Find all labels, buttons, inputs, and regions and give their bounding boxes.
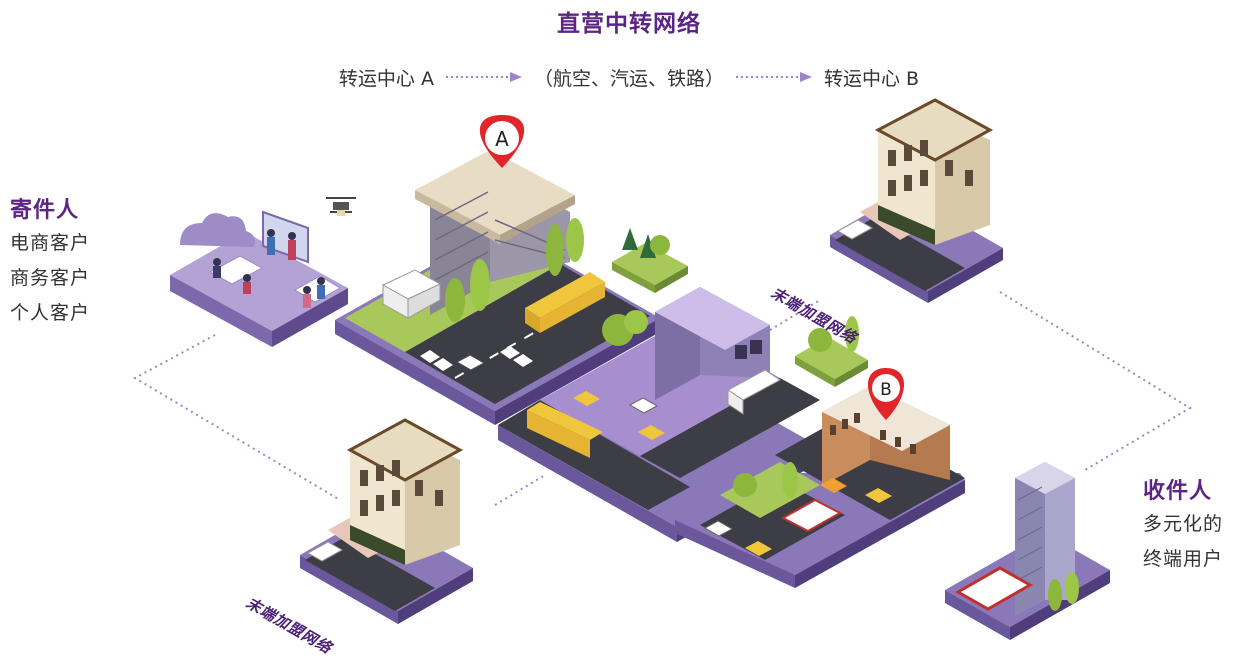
route-arrow-icon	[735, 72, 812, 82]
franchise-store-top-right	[830, 98, 1003, 303]
drone-icon	[326, 197, 356, 216]
route-flow: 转运中心 A （航空、汽运、铁路） 转运中心 B	[0, 62, 1258, 92]
bus-icon	[525, 272, 605, 333]
pin-b-icon: B	[867, 368, 905, 420]
sender-office-platform	[170, 210, 348, 347]
route-origin: 转运中心 A	[338, 67, 434, 90]
sender-item: 个人客户	[10, 302, 91, 324]
route-destination: 转运中心 B	[823, 67, 920, 90]
franchise-to-receiver-line	[999, 291, 1192, 471]
transit-center-a	[335, 150, 660, 425]
pin-a-label: A	[495, 127, 509, 151]
tree-platform	[612, 228, 688, 293]
sender-to-franchise-line	[132, 334, 341, 501]
receiver-item: 多元化的	[1143, 513, 1224, 535]
route-middle: （航空、汽运、铁路）	[533, 67, 724, 90]
truck-icon	[381, 269, 442, 319]
franchise-to-hub-line	[494, 474, 546, 506]
route-arrow-icon	[445, 72, 522, 82]
tree-platform	[795, 316, 868, 387]
receiver-item: 终端用户	[1143, 548, 1224, 570]
receiver-block: 收件人 多元化的 终端用户	[1143, 473, 1223, 577]
sender-block: 寄件人 电商客户 商务客户 个人客户	[10, 192, 90, 331]
hub-to-franchise-line	[769, 299, 821, 331]
sender-title: 寄件人	[10, 198, 80, 223]
receiver-tower	[945, 462, 1110, 640]
franchise-store-bottom-left	[300, 418, 473, 624]
diagram-title: 直营中转网络	[557, 11, 701, 37]
pin-b-label: B	[880, 380, 892, 400]
receiver-title: 收件人	[1143, 479, 1213, 504]
sender-item: 商务客户	[10, 267, 91, 289]
pin-a-icon: A	[479, 115, 525, 168]
connection-lines	[132, 291, 1192, 506]
sender-item: 电商客户	[10, 232, 91, 254]
